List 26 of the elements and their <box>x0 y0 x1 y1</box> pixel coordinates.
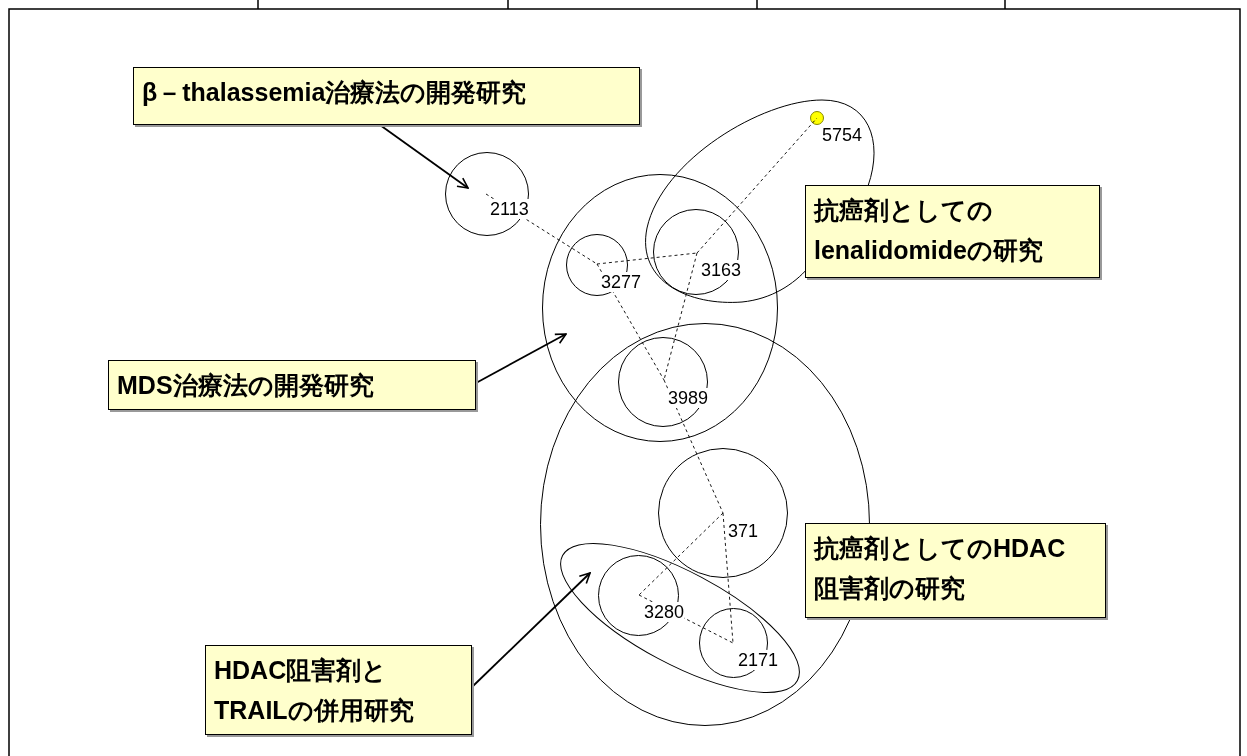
node-number: 3277 <box>601 272 642 292</box>
callout-box <box>205 645 472 735</box>
dashed-link <box>485 193 598 265</box>
node-number: 3280 <box>644 602 685 622</box>
callout-text: 抗癌剤としてのlenalidomideの研究 <box>814 195 1044 266</box>
callout-box <box>805 185 1100 278</box>
node-number: 2171 <box>738 650 779 670</box>
callout-box <box>133 67 640 125</box>
dashed-link <box>596 252 698 265</box>
dashed-link <box>722 512 734 644</box>
node-number: 3163 <box>701 260 742 280</box>
arrow <box>471 572 591 688</box>
dashed-link <box>663 379 724 514</box>
arrow <box>379 124 469 189</box>
dashed-link <box>638 512 724 596</box>
callout-text: 抗癌剤としてのHDAC阻害剤の研究 <box>814 533 1066 604</box>
callout-text: β－thalassemia治療法の開発研究 <box>142 77 528 108</box>
node-number: 3989 <box>668 388 709 408</box>
dashed-link <box>663 252 698 381</box>
callout-box <box>108 360 476 410</box>
callout-text: HDAC阻害剤とTRAILの併用研究 <box>214 655 415 726</box>
callout-text: MDS治療法の開発研究 <box>117 370 375 401</box>
node-number: 2113 <box>490 199 529 219</box>
dashed-link <box>596 263 665 381</box>
arrow <box>475 333 567 384</box>
callout-box <box>805 523 1106 618</box>
